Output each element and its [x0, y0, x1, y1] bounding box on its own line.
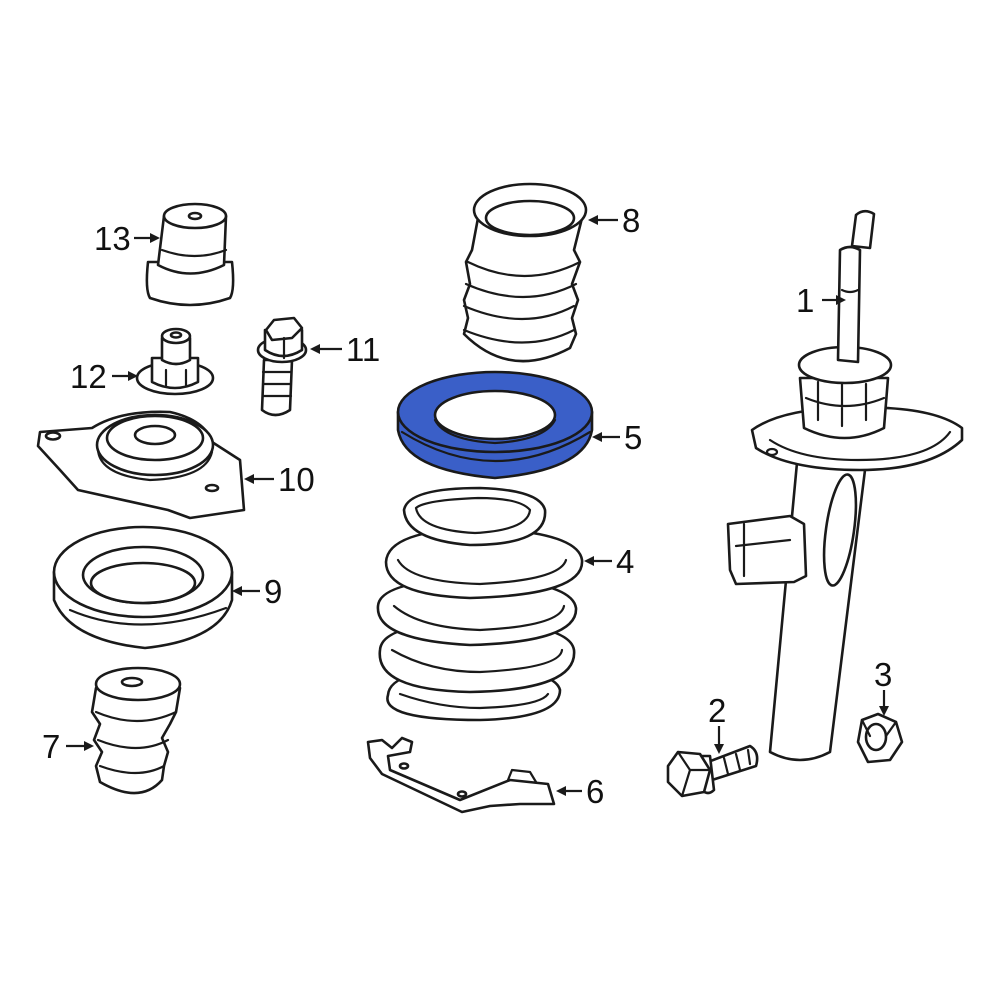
callout-4[interactable]: 4 [616, 543, 634, 580]
callout-13[interactable]: 13 [94, 220, 131, 257]
callout-10[interactable]: 10 [278, 461, 315, 498]
callout-3[interactable]: 3 [874, 656, 892, 693]
part-2-bolt[interactable] [666, 744, 759, 798]
part-5-spring-insulator-highlighted[interactable] [396, 370, 594, 480]
callout-labels: 13 12 11 10 9 7 8 5 4 6 1 2 3 [42, 202, 892, 810]
callout-8[interactable]: 8 [622, 202, 640, 239]
callout-11[interactable]: 11 [346, 331, 380, 368]
callout-1[interactable]: 1 [796, 282, 814, 319]
part-9-spring-insulator[interactable] [52, 525, 234, 650]
callout-12[interactable]: 12 [70, 358, 107, 395]
callout-6[interactable]: 6 [586, 773, 604, 810]
callout-2[interactable]: 2 [708, 692, 726, 729]
callout-7[interactable]: 7 [42, 728, 60, 765]
part-1-strut-assembly[interactable] [726, 209, 964, 762]
part-12-nut[interactable] [135, 327, 215, 396]
leader-lines [66, 215, 889, 796]
part-7-bump-stop[interactable] [90, 666, 182, 795]
part-11-bolt[interactable] [256, 316, 308, 417]
part-3-nut[interactable] [856, 712, 904, 764]
callout-9[interactable]: 9 [264, 573, 282, 610]
part-13-bump-stop[interactable] [145, 202, 235, 307]
callout-5[interactable]: 5 [624, 419, 642, 456]
part-6-spring-bracket[interactable] [366, 736, 556, 814]
part-4-coil-spring[interactable] [376, 486, 584, 722]
part-8-dust-boot[interactable] [462, 182, 588, 363]
part-10-strut-mount[interactable] [36, 410, 246, 520]
